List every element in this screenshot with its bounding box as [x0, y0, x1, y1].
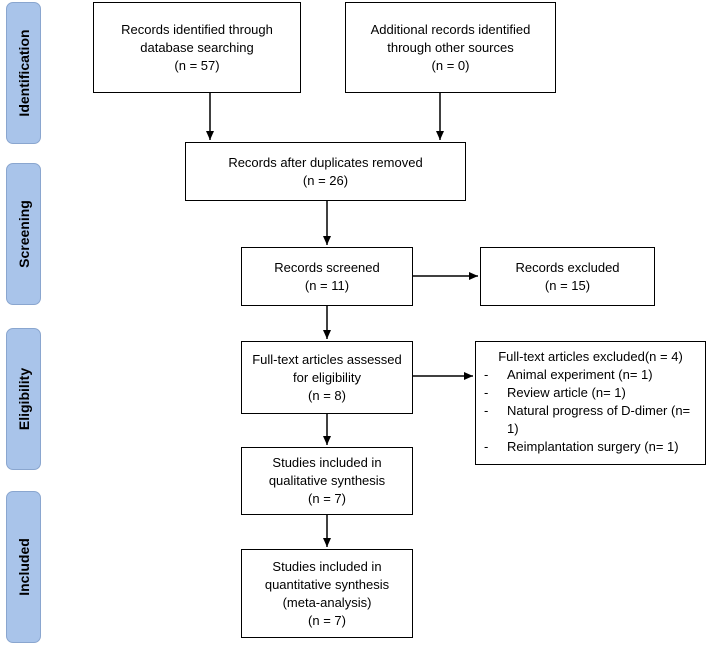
excluded-box: Records excluded (n = 15) — [480, 247, 655, 306]
phase-included-label: Included — [15, 538, 32, 596]
quantitative-line-3: (meta-analysis) — [282, 594, 372, 610]
quantitative-line-2: quantitative synthesis — [264, 576, 390, 592]
excluded-count: (n = 15) — [544, 277, 591, 293]
qualitative-line-1: Studies included in — [272, 455, 382, 470]
screened-line-1: Records screened — [274, 259, 380, 275]
full-text-excluded-box: Full-text articles excluded(n = 4) Anima… — [475, 341, 706, 465]
phase-eligibility: Eligibility — [6, 328, 41, 470]
full-text-line-2: for eligibility — [293, 369, 361, 385]
screened-count: (n = 11) — [304, 277, 350, 293]
exclusion-reasons-list: Animal experiment (n= 1) Review article … — [484, 366, 697, 456]
quantitative-box: Studies included in quantitative synthes… — [241, 549, 413, 638]
db-search-box: Records identified through database sear… — [93, 2, 301, 93]
exclusion-reason: Animal experiment (n= 1) — [484, 366, 697, 384]
after-duplicates-line-1: Records after duplicates removed — [228, 154, 423, 170]
phase-screening-label: Screening — [15, 200, 32, 268]
other-sources-line-1: Additional records identified — [370, 21, 531, 37]
db-search-line-1: Records identified through — [121, 21, 273, 37]
quantitative-count: (n = 7) — [308, 612, 346, 628]
phase-identification-label: Identification — [15, 29, 32, 117]
full-text-box: Full-text articles assessed for eligibil… — [241, 341, 413, 414]
other-sources-line-2: through other sources — [387, 39, 514, 55]
exclusion-reason: Natural progress of D-dimer (n= 1) — [484, 402, 697, 438]
phase-included: Included — [6, 491, 41, 643]
exclusion-reason: Review article (n= 1) — [484, 384, 697, 402]
screened-box: Records screened (n = 11) — [241, 247, 413, 306]
qualitative-count: (n = 7) — [308, 491, 346, 506]
phase-identification: Identification — [6, 2, 41, 144]
excluded-line-1: Records excluded — [515, 259, 620, 275]
phase-screening: Screening — [6, 163, 41, 305]
phase-eligibility-label: Eligibility — [15, 367, 32, 431]
quantitative-line-1: Studies included in — [272, 558, 382, 574]
full-text-count: (n = 8) — [308, 387, 346, 403]
db-search-line-2: database searching — [140, 39, 254, 55]
after-duplicates-count: (n = 26) — [302, 172, 349, 188]
exclusion-reason: Reimplantation surgery (n= 1) — [484, 438, 697, 456]
qualitative-line-2: qualitative synthesis — [268, 473, 386, 488]
db-search-count: (n = 57) — [174, 57, 220, 73]
qualitative-box: Studies included in qualitative synthesi… — [241, 447, 413, 515]
other-sources-box: Additional records identified through ot… — [345, 2, 556, 93]
other-sources-count: (n = 0) — [431, 57, 470, 73]
full-text-line-1: Full-text articles assessed — [252, 351, 402, 367]
after-duplicates-box: Records after duplicates removed (n = 26… — [185, 142, 466, 201]
full-text-excluded-title: Full-text articles excluded(n = 4) — [498, 349, 683, 364]
